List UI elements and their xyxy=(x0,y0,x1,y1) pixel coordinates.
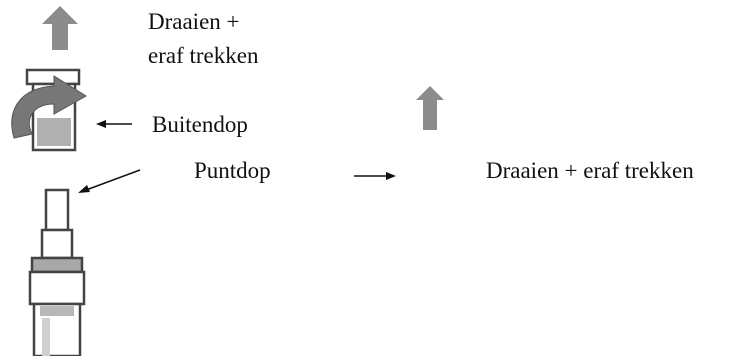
up-arrow-icon xyxy=(42,6,78,50)
pointer-arrow-outer-cap xyxy=(96,120,132,128)
step1-label-line1: Draaien + xyxy=(148,9,240,34)
tip-cap-label: Puntdop xyxy=(194,158,271,183)
outer-cap-label: Buitendop xyxy=(152,112,248,137)
step1-label-line2: eraf trekken xyxy=(148,43,259,68)
step2-label: Draaien + eraf trekken xyxy=(486,158,694,183)
pointer-arrow-tip-cap xyxy=(78,169,141,193)
curved-arrow-icon xyxy=(11,75,87,139)
right-arrow-icon xyxy=(354,172,396,180)
up-arrow-icon xyxy=(416,86,444,130)
pen-body-graphic xyxy=(28,188,86,356)
